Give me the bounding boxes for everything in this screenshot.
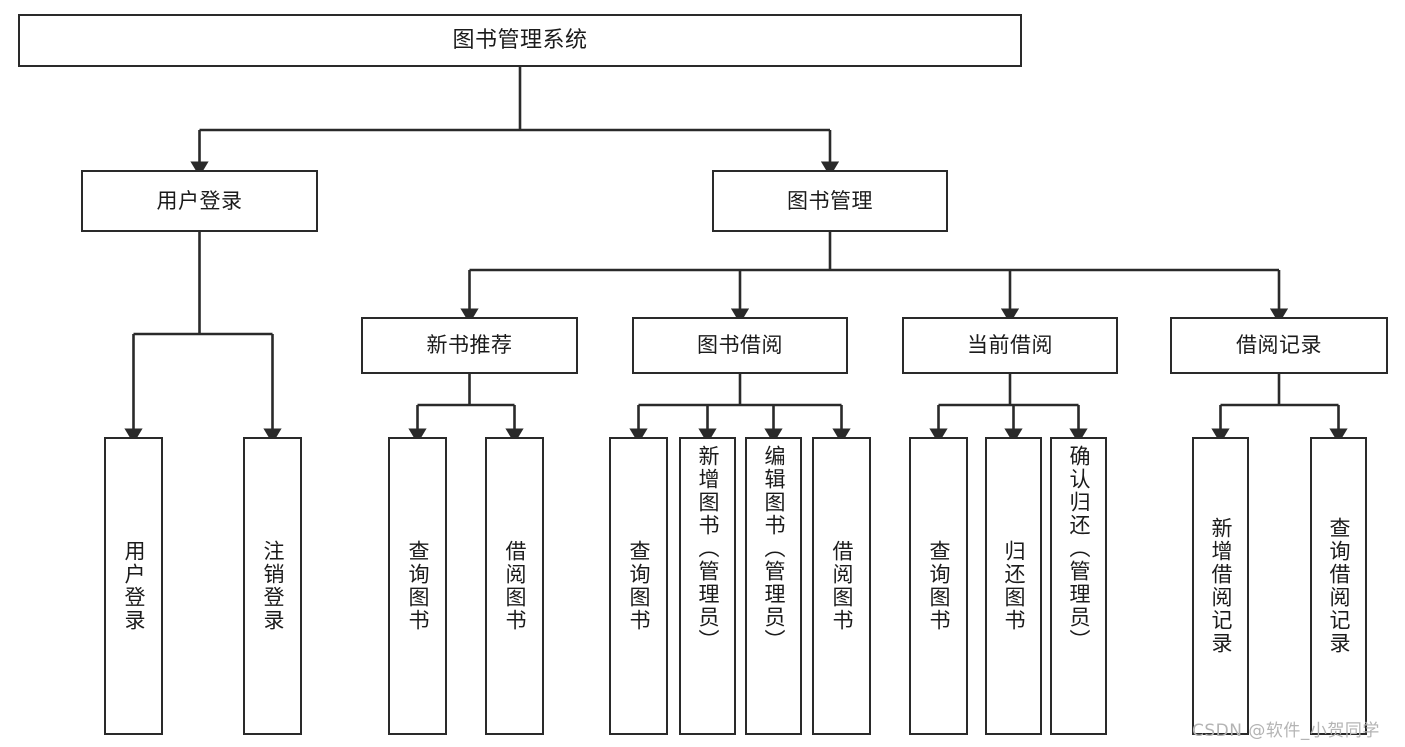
node-leaf-add-borrow-record-label: 新增借阅记录 (1209, 517, 1234, 655)
node-new-book-recommend[interactable]: 新书推荐 (361, 317, 578, 374)
node-leaf-user-login[interactable]: 用户登录 (104, 437, 163, 735)
node-leaf-query-book-rec[interactable]: 查询图书 (388, 437, 447, 735)
node-leaf-borrow-book-bw[interactable]: 借阅图书 (812, 437, 871, 735)
node-book-borrow-label: 图书借阅 (697, 333, 783, 358)
node-new-book-recommend-label: 新书推荐 (426, 333, 513, 358)
node-leaf-query-book-bw[interactable]: 查询图书 (609, 437, 668, 735)
node-current-borrow[interactable]: 当前借阅 (902, 317, 1118, 374)
node-leaf-user-logout-label: 注销登录 (261, 540, 286, 632)
node-book-borrow[interactable]: 图书借阅 (632, 317, 848, 374)
node-leaf-confirm-return-admin[interactable]: 确认归还（管理员） (1050, 437, 1107, 735)
node-leaf-query-borrow-record-label: 查询借阅记录 (1327, 517, 1352, 655)
node-book-manage-label: 图书管理 (787, 188, 873, 213)
node-current-borrow-label: 当前借阅 (967, 333, 1053, 358)
node-leaf-borrow-book-rec-label: 借阅图书 (503, 540, 528, 632)
node-leaf-confirm-return-admin-label: 确认归还（管理员） (1067, 445, 1092, 652)
node-leaf-user-logout[interactable]: 注销登录 (243, 437, 302, 735)
node-root-label: 图书管理系统 (452, 27, 588, 53)
node-leaf-query-book-rec-label: 查询图书 (406, 540, 431, 632)
node-leaf-add-book-admin-label: 新增图书（管理员） (696, 445, 721, 652)
node-leaf-edit-book-admin[interactable]: 编辑图书（管理员） (745, 437, 802, 735)
node-borrow-record-label: 借阅记录 (1236, 333, 1322, 358)
node-user-login[interactable]: 用户登录 (81, 170, 318, 232)
node-book-manage[interactable]: 图书管理 (712, 170, 948, 232)
node-borrow-record[interactable]: 借阅记录 (1170, 317, 1388, 374)
node-user-login-label: 用户登录 (156, 188, 243, 213)
node-leaf-query-borrow-record[interactable]: 查询借阅记录 (1310, 437, 1367, 735)
node-leaf-query-book-bw-label: 查询图书 (627, 540, 652, 632)
node-leaf-user-login-label: 用户登录 (122, 540, 147, 632)
node-leaf-return-book[interactable]: 归还图书 (985, 437, 1042, 735)
node-leaf-borrow-book-rec[interactable]: 借阅图书 (485, 437, 544, 735)
node-leaf-return-book-label: 归还图书 (1002, 540, 1027, 632)
csdn-watermark: CSDN @软件_小贺同学 (1192, 721, 1380, 741)
node-leaf-add-book-admin[interactable]: 新增图书（管理员） (679, 437, 736, 735)
node-leaf-query-book-cur[interactable]: 查询图书 (909, 437, 968, 735)
node-leaf-borrow-book-bw-label: 借阅图书 (830, 540, 855, 632)
node-leaf-edit-book-admin-label: 编辑图书（管理员） (762, 445, 787, 652)
node-root[interactable]: 图书管理系统 (18, 14, 1022, 67)
node-leaf-add-borrow-record[interactable]: 新增借阅记录 (1192, 437, 1249, 735)
node-leaf-query-book-cur-label: 查询图书 (927, 540, 952, 632)
